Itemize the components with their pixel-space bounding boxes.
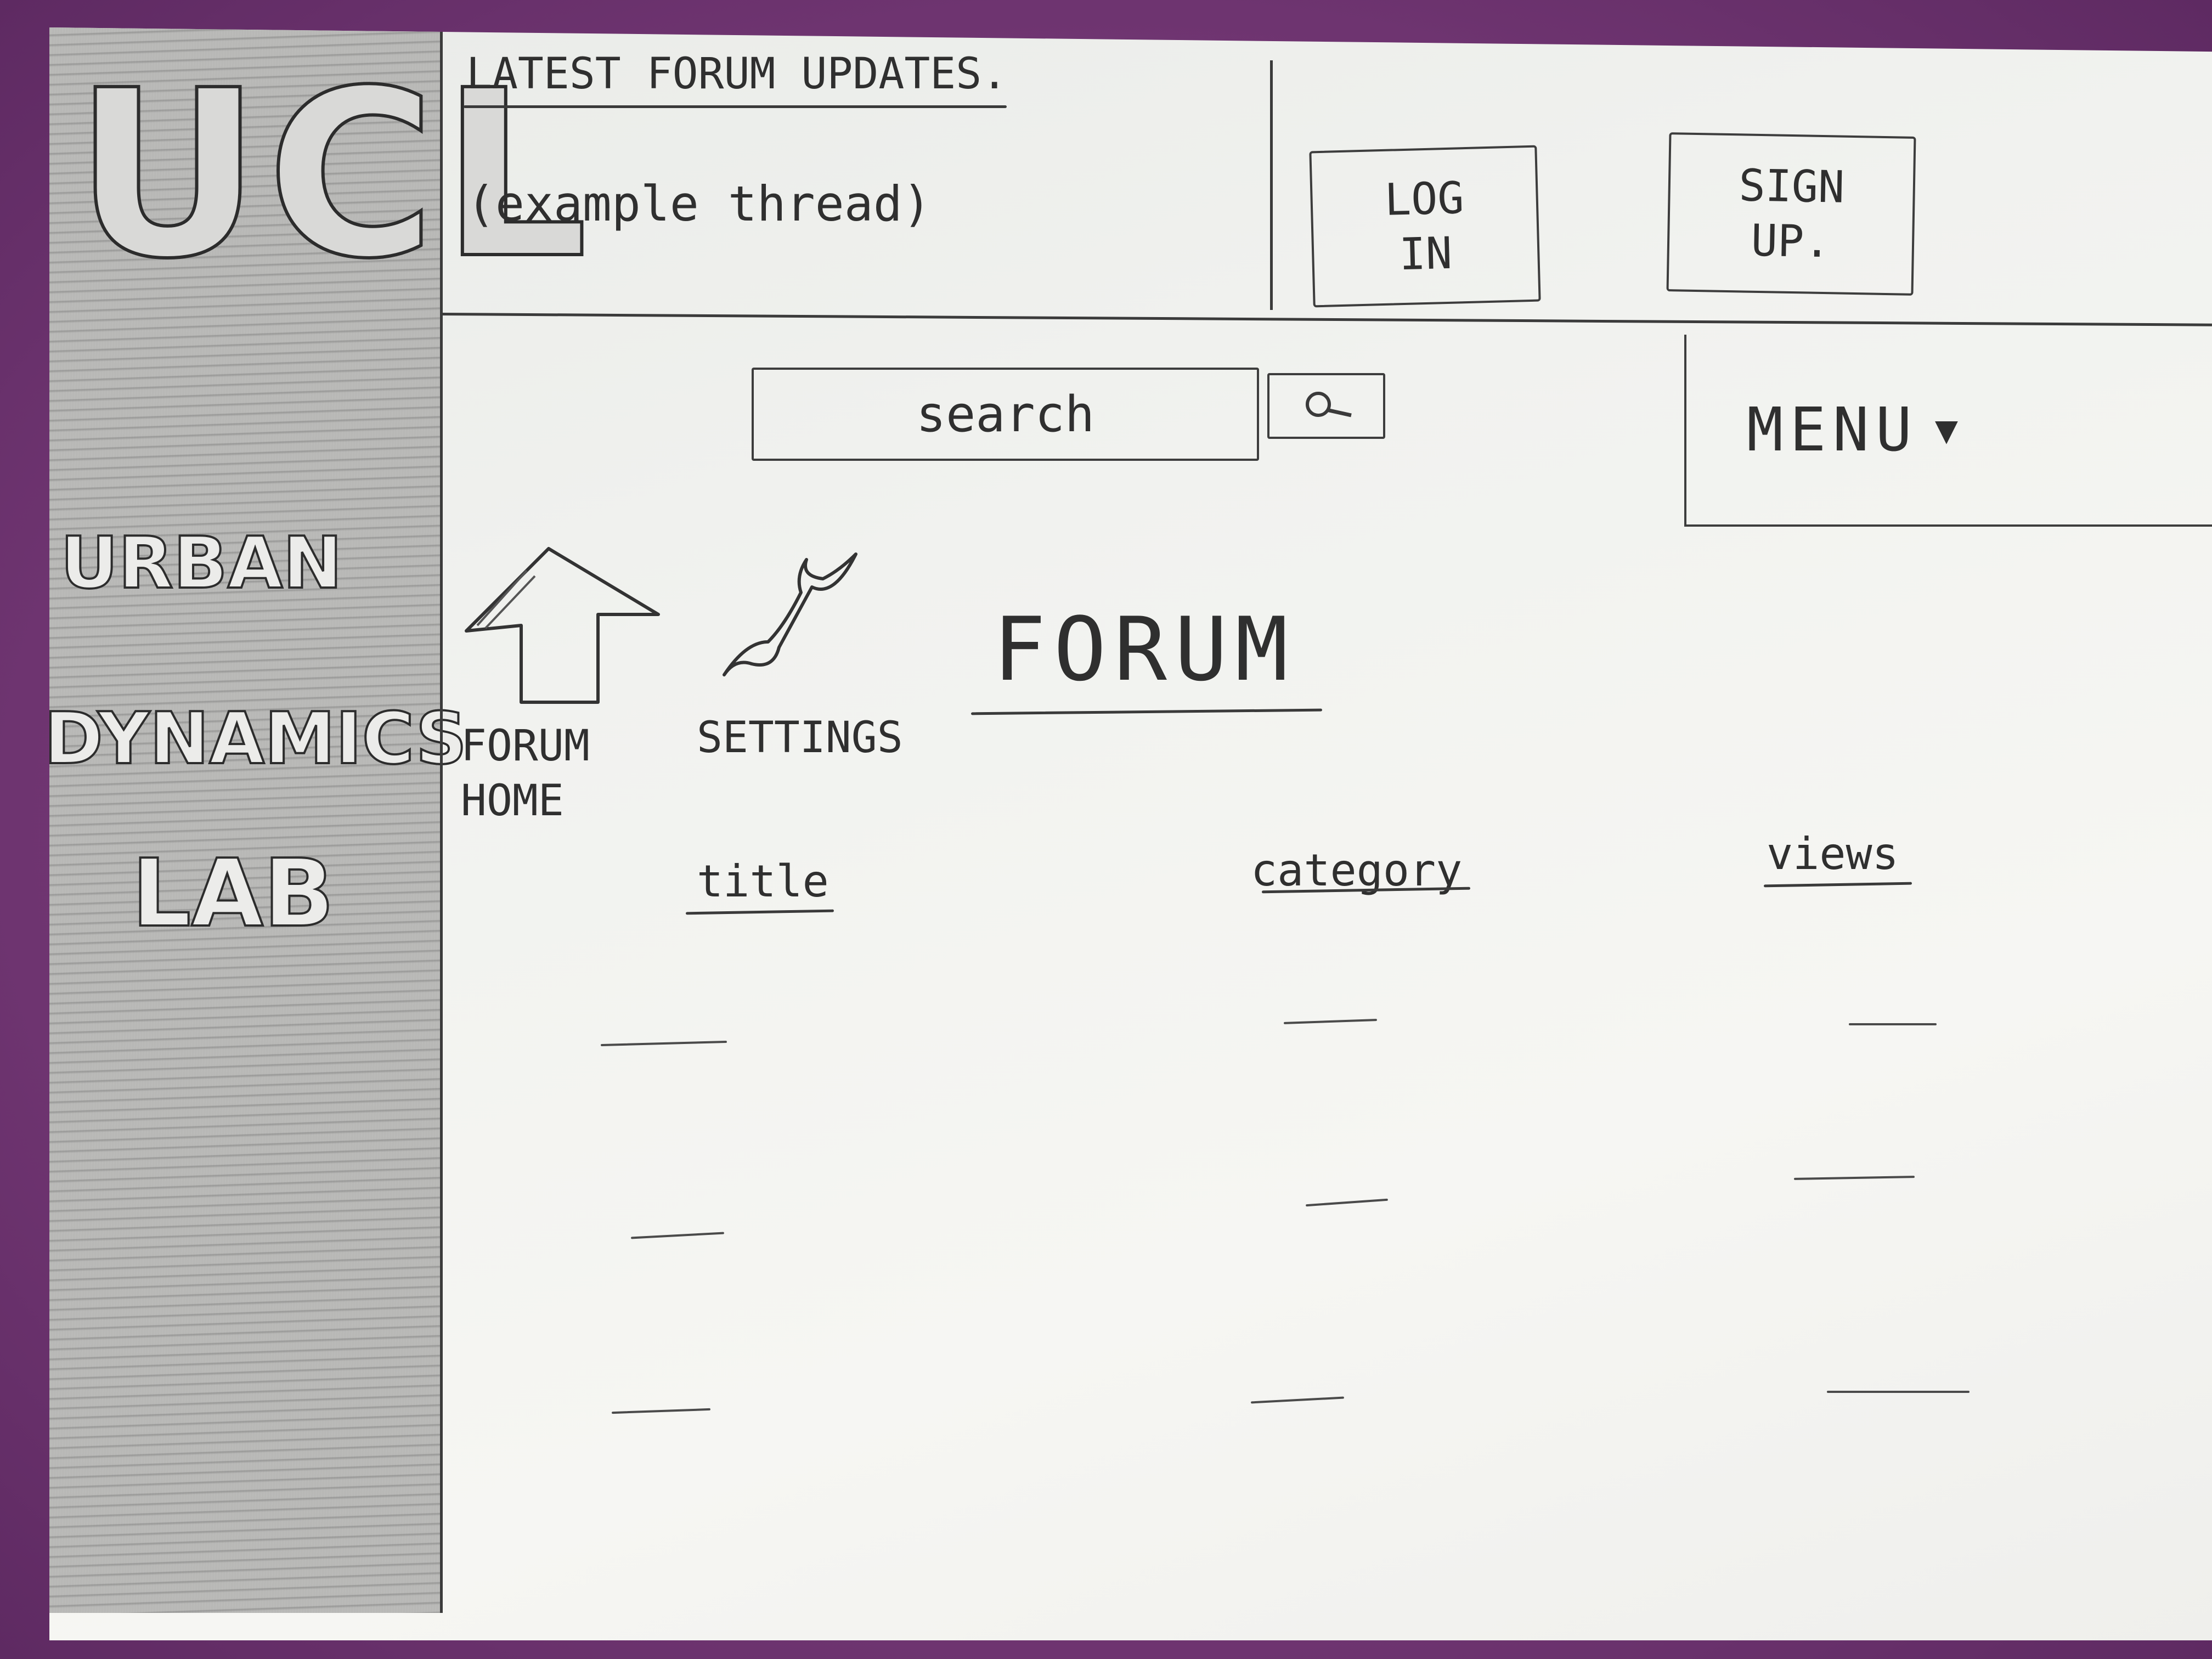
wrench-icon xyxy=(723,552,857,676)
table-cell-title xyxy=(611,1408,711,1414)
wireframe-sheet: UCL URBAN DYNAMICS LAB LATEST FORUM UPDA… xyxy=(49,27,2212,1640)
latest-updates-heading: LATEST FORUM UPDATES. xyxy=(466,49,1008,99)
sidebar-line-urban: URBAN xyxy=(59,520,343,606)
settings-label: SETTINGS xyxy=(697,713,903,763)
table-cell-views xyxy=(1827,1391,1970,1393)
menu-dropdown[interactable]: MENU ▼ xyxy=(1684,335,2212,527)
sidebar-shading xyxy=(49,27,442,1613)
column-header-title-underline xyxy=(685,909,834,915)
sidebar-line-lab: LAB xyxy=(131,838,335,949)
table-cell-views xyxy=(1849,1023,1937,1025)
signup-button[interactable]: SIGN UP. xyxy=(1666,132,1916,296)
table-cell-category xyxy=(1306,1198,1388,1207)
header-vertical-divider xyxy=(1270,60,1273,310)
header-divider xyxy=(439,313,2212,326)
page-title-underline xyxy=(970,708,1323,715)
caret-down-icon: ▼ xyxy=(1934,407,1959,452)
forum-home-label: FORUM HOME xyxy=(461,721,590,826)
ucl-logo: UCL xyxy=(72,41,594,309)
settings-nav[interactable]: SETTINGS xyxy=(691,538,944,768)
search-icon xyxy=(1305,392,1352,417)
table-cell-title xyxy=(631,1232,724,1239)
forum-home-nav[interactable]: FORUM HOME xyxy=(461,538,664,826)
menu-label: MENU xyxy=(1747,394,1918,465)
column-header-views-underline xyxy=(1763,882,1912,888)
page-title: FORUM xyxy=(993,598,1296,701)
search-button[interactable] xyxy=(1267,373,1385,439)
table-cell-views xyxy=(1793,1176,1915,1180)
sidebar-divider xyxy=(440,27,443,1613)
login-button[interactable]: LOG IN xyxy=(1309,145,1541,308)
up-arrow-icon xyxy=(465,547,660,704)
latest-updates-underline xyxy=(464,105,1007,108)
sidebar-line-dynamics: DYNAMICS xyxy=(44,696,468,781)
table-cell-category xyxy=(1251,1396,1344,1404)
table-cell-category xyxy=(1283,1019,1378,1024)
column-header-title[interactable]: title xyxy=(697,856,829,907)
search-input[interactable]: search xyxy=(752,368,1259,461)
table-cell-title xyxy=(600,1040,727,1047)
example-thread-link[interactable]: (example thread) xyxy=(466,176,932,232)
column-header-views[interactable]: views xyxy=(1767,828,1899,879)
